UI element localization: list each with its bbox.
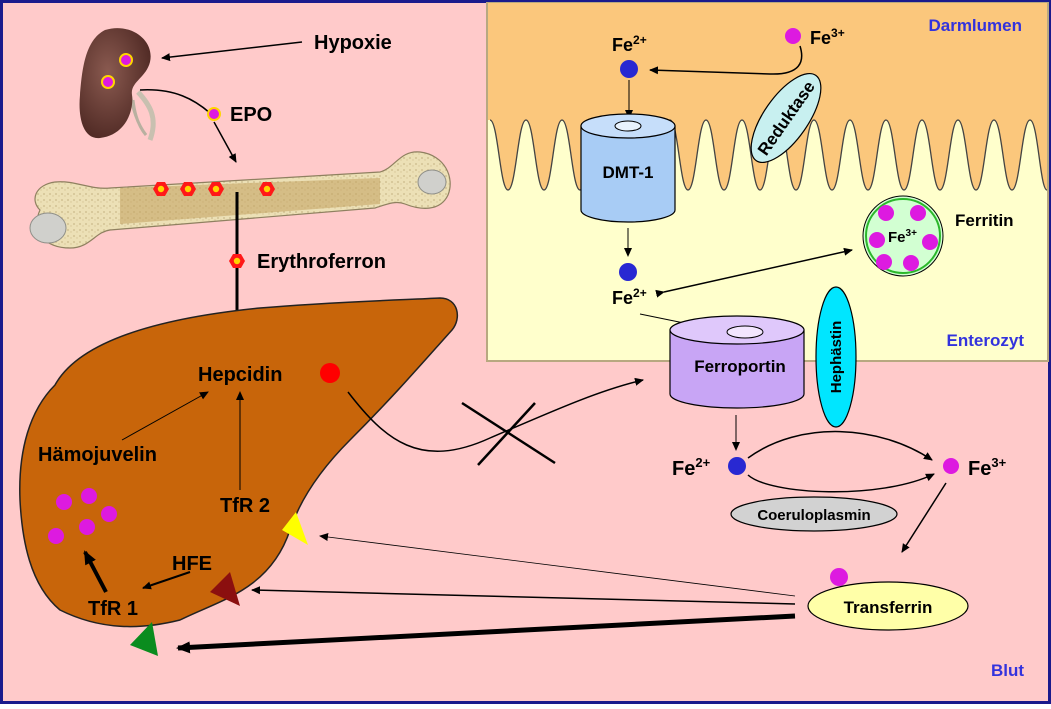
hephaestin: Hephästin — [815, 286, 857, 428]
fe3-dot — [903, 255, 919, 271]
label-hepcidin: Hepcidin — [198, 364, 282, 386]
blood-fe2-dot — [728, 457, 746, 475]
epo-producing-cell — [119, 53, 133, 67]
tfr2-receptor — [282, 512, 308, 545]
fe3-dot — [101, 506, 117, 522]
label-haemojuvelin: Hämojuvelin — [38, 444, 157, 466]
blood-fe3-label: Fe3+ — [968, 455, 1007, 480]
haemojuvelin-to-hepcidin-arrow — [121, 391, 209, 441]
hfe-to-tfr1-arrow — [142, 571, 191, 590]
label-dmt1: DMT-1 — [603, 163, 654, 182]
erythroblasts — [153, 182, 275, 196]
oxidation-lower-arrow — [747, 473, 935, 493]
fe3-dot — [79, 519, 95, 535]
cytosol-fe2-label: Fe2+ — [612, 286, 647, 308]
transferrin-to-hfe-arrow — [251, 586, 796, 605]
oxidation-upper-arrow — [747, 430, 933, 461]
ferroportin-transporter: Ferroportin — [669, 315, 805, 409]
epo-dot — [207, 107, 221, 121]
liver — [19, 297, 459, 628]
blood-fe3-dot — [943, 458, 959, 474]
label-blut: Blut — [991, 661, 1024, 680]
fe3-dot — [869, 232, 885, 248]
ferritin-fe3-label: Fe3+ — [888, 228, 917, 246]
lumen-fe2-label: Fe2+ — [612, 33, 647, 55]
label-hephaestin: Hephästin — [828, 321, 845, 394]
lumen-fe3-dot — [785, 28, 801, 44]
liver-iron-stores — [48, 488, 117, 544]
label-darmlumen: Darmlumen — [928, 16, 1022, 35]
kidney-to-epo-path — [139, 89, 211, 114]
label-hypoxie: Hypoxie — [314, 32, 392, 54]
kidney — [79, 28, 156, 141]
label-erythroferron: Erythroferron — [257, 251, 386, 273]
coeruloplasmin — [730, 496, 898, 532]
hypoxie-arrow — [161, 41, 303, 62]
fe3-dot — [48, 528, 64, 544]
hepcidin-dot — [320, 363, 340, 383]
hfe-receptor — [210, 572, 240, 606]
fe3-dot — [81, 488, 97, 504]
cytosol-fe2-dot — [619, 263, 637, 281]
fe3-dot — [876, 254, 892, 270]
tfr1-to-iron-arrow — [83, 550, 108, 593]
fe3-dot — [910, 205, 926, 221]
reductase-arrow — [649, 45, 803, 75]
tfr1-receptor — [130, 622, 158, 656]
transferrin-to-tfr1-arrow — [176, 613, 796, 654]
label-epo: EPO — [230, 104, 272, 126]
label-transferrin: Transferrin — [844, 598, 933, 617]
fe2-ferritin-exchange-arrow — [655, 247, 853, 298]
label-ferritin: Ferritin — [955, 211, 1014, 230]
transferrin — [807, 581, 969, 631]
epo-producing-cell — [101, 75, 115, 89]
lumen-fe3-label: Fe3+ — [810, 26, 845, 48]
fe3-dot — [878, 205, 894, 221]
label-tfr1: TfR 1 — [88, 598, 138, 620]
transferrin-to-tfr2-arrow — [319, 533, 796, 597]
transferrin-fe3-dot — [830, 568, 848, 586]
fe3-to-transferrin-arrow — [901, 482, 947, 553]
hepcidin-to-ferroportin-arrow — [347, 377, 644, 453]
ferritin: Fe3+ — [862, 195, 944, 277]
block-cross — [477, 402, 536, 466]
epo-to-bone-arrow — [213, 121, 237, 163]
label-tfr2: TfR 2 — [220, 495, 270, 517]
intestinal-lumen — [488, 3, 1047, 190]
lumen-fe2-dot — [620, 60, 638, 78]
fe3-dot — [56, 494, 72, 510]
blood-fe2-label: Fe2+ — [672, 455, 711, 480]
fe3-dot — [922, 234, 938, 250]
label-hfe: HFE — [172, 553, 212, 575]
label-ferroportin: Ferroportin — [694, 357, 786, 376]
label-enterozyt: Enterozyt — [947, 331, 1025, 350]
femur-bone — [29, 151, 451, 249]
dmt1-transporter: DMT-1 — [580, 113, 676, 223]
label-coeruloplasmin: Coeruloplasmin — [757, 507, 870, 524]
